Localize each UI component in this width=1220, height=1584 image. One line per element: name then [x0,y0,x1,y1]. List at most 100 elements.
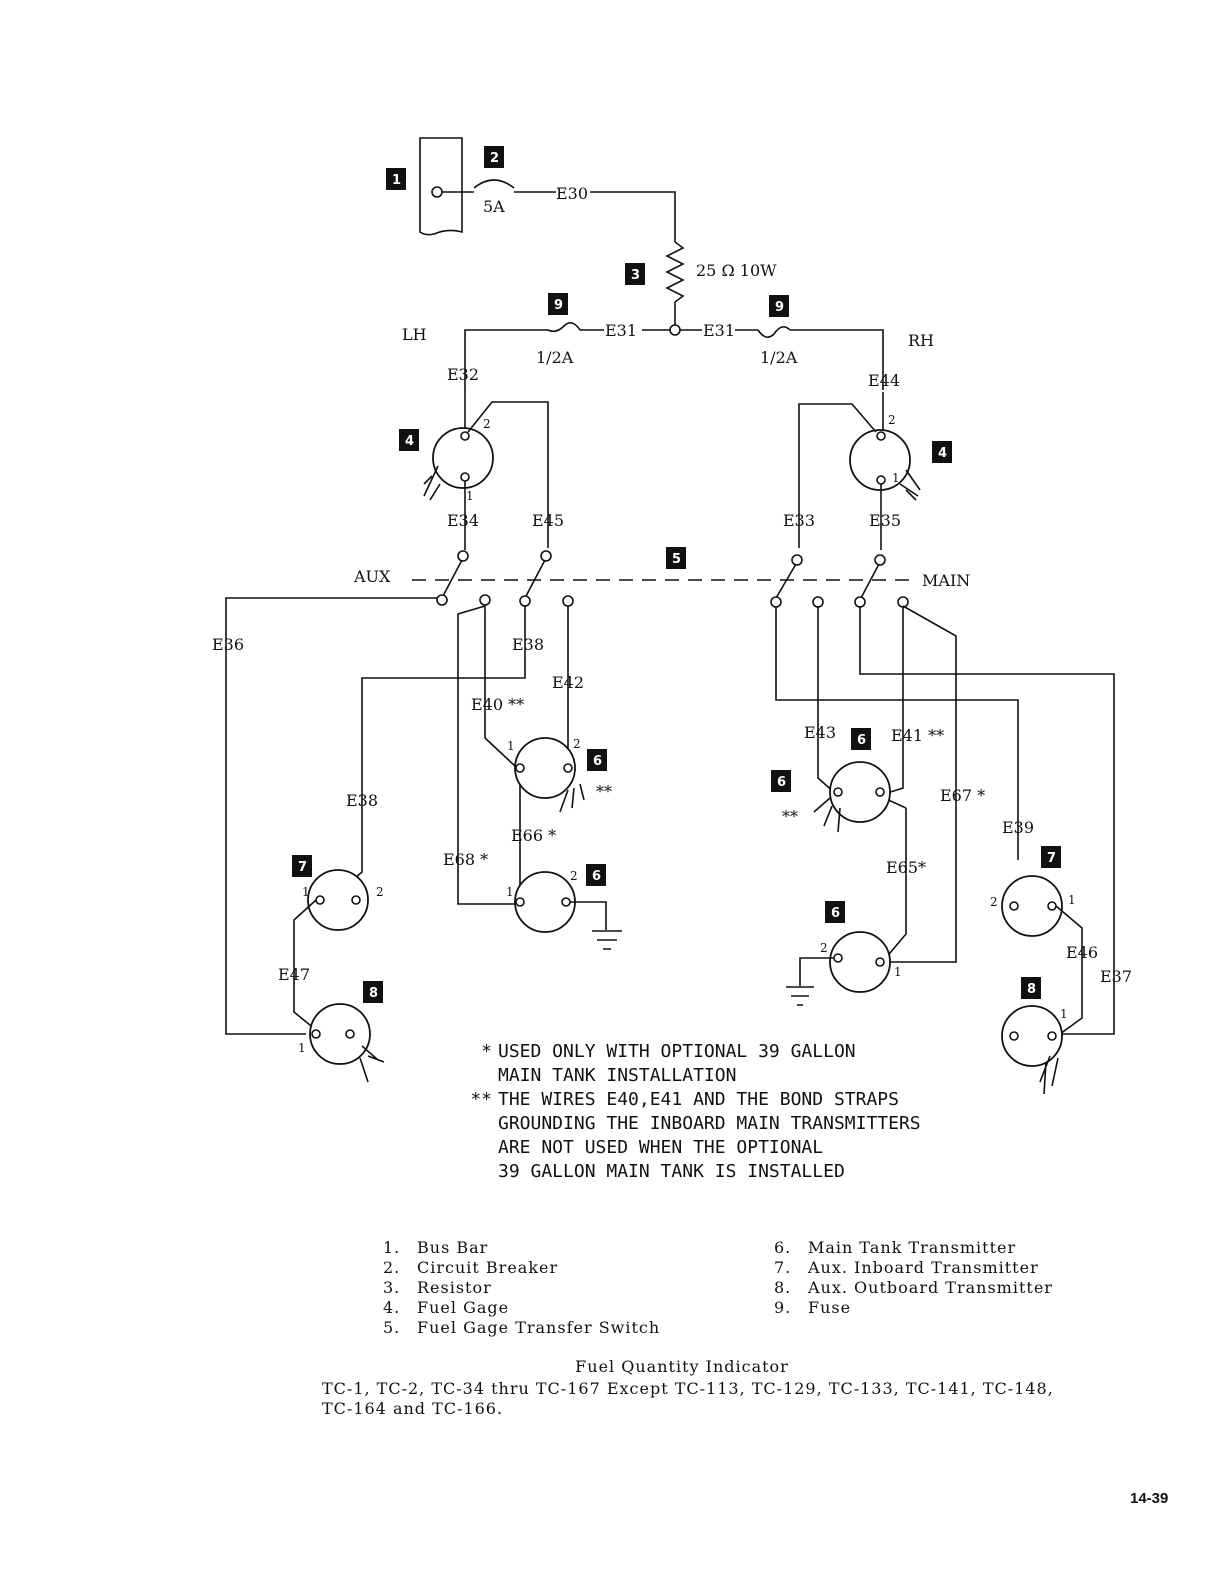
aux-outboard-transmitter-right-t-a [1009,1031,1019,1041]
marker-5: 5 [666,547,686,569]
terminal-num-6d-1: 1 [894,965,902,979]
note-double-star: ** THE WIRES E40,E41 AND THE BOND STRAPS… [458,1088,1018,1184]
note-line: 39 GALLON MAIN TANK IS INSTALLED [498,1161,845,1182]
fuel-gage-left-terminal-1 [460,472,470,482]
label-e33: E33 [783,511,815,530]
note-line: GROUNDING THE INBOARD MAIN TRANSMITTERS [498,1113,921,1134]
ground-symbol-left [592,930,622,950]
svg-text:9: 9 [554,298,563,313]
switch-pole-e35 [874,554,886,566]
svg-text:8: 8 [369,986,378,1001]
terminal-num-6d-2: 2 [820,941,828,955]
label-e43: E43 [804,723,836,742]
bus-bar-terminal [431,186,443,198]
legend-item: 7.Aux. Inboard Transmitter [774,1258,1039,1277]
marker-6-a: 6 [587,749,607,771]
terminal-num-7r-1: 1 [1068,893,1076,907]
wire-e68 [457,605,515,905]
wire-gage-left-2-to-e45 [467,401,549,548]
marker-6-d: 6 [586,864,606,886]
main-tank-transmitter-right-outboard-t1 [875,957,885,967]
main-tank-transmitter-left-inboard [514,737,576,799]
terminal-num-7l-2: 2 [376,885,384,899]
circuit-breaker [473,179,515,189]
label-e66: E66 * [511,826,556,845]
figure-caption: Fuel Quantity Indicator TC-1, TC-2, TC-3… [322,1357,1122,1419]
switch-contact-main-1 [479,594,491,606]
label-fuse-right: 1/2A [760,348,798,367]
label-e38-left: E38 [346,791,378,810]
aux-inboard-transmitter-right-t1 [1047,901,1057,911]
marker-6-c: 6 [771,770,791,792]
bus-bar [419,137,463,236]
aux-outboard-transmitter-left [309,1003,371,1065]
label-rh: RH [908,331,934,350]
fuel-gage-right-terminal-2 [876,431,886,441]
marker-4-right: 4 [932,441,952,463]
label-resistor: 25 Ω 10W [696,261,777,280]
aux-outboard-transmitter-left-t1 [311,1029,321,1039]
wire-e40 [484,606,516,767]
main-tank-transmitter-right-inboard [829,761,891,823]
caption-line-1: TC-1, TC-2, TC-34 thru TC-167 Except TC-… [322,1379,1054,1398]
svg-text:5: 5 [672,552,681,567]
fuel-gage-left-terminal-2 [460,431,470,441]
wire-e38 [354,606,526,879]
switch-pole-e33 [791,554,803,566]
note-line: USED ONLY WITH OPTIONAL 39 GALLON [498,1041,856,1062]
label-e45: E45 [532,511,564,530]
bond-strap-left [559,783,585,813]
switch-contact-aux-4 [854,596,866,608]
terminal-num-7r-2: 2 [990,895,998,909]
svg-text:7: 7 [1047,851,1056,866]
fuel-gage-right [849,429,911,491]
wire-e37 [859,606,1115,1035]
switch-contact-aux-2 [519,595,531,607]
marker-9-right: 9 [769,295,789,317]
marker-6-b: 6 [851,728,871,750]
svg-text:6: 6 [593,754,602,769]
caption-line-2: TC-164 and TC-166. [322,1399,504,1418]
switch-contact-aux-3 [770,596,782,608]
terminal-num-8r-1: 1 [1060,1007,1068,1021]
note-line: MAIN TANK INSTALLATION [498,1065,737,1086]
label-e67: E67 * [940,786,985,805]
resistor-symbol [665,241,685,303]
switch-blade-2 [524,559,546,599]
label-main: MAIN [922,571,970,590]
wire-e30-b [590,191,676,242]
legend-item: 5.Fuel Gage Transfer Switch [383,1318,661,1337]
terminal-num-8l-1: 1 [298,1041,306,1055]
marker-7-left: 7 [292,855,312,877]
switch-contact-aux-1 [436,594,448,606]
label-e68: E68 * [443,850,488,869]
terminal-num-l1: 1 [466,489,474,503]
label-e37: E37 [1100,967,1132,986]
legend-item: 1.Bus Bar [383,1238,489,1257]
main-tank-transmitter-right-outboard [829,931,891,993]
ground-left [570,901,607,930]
aux-inboard-transmitter-left [307,869,369,931]
label-e40: E40 ** [471,695,524,714]
label-e65: E65* [886,858,926,877]
wire-e43 [775,606,1019,860]
marker-4-left: 4 [399,429,419,451]
aux-inboard-transmitter-right-t2 [1009,901,1019,911]
wire-rh [790,329,884,390]
marker-8-left: 8 [363,981,383,1003]
main-tank-transmitter-left-outboard-t1 [515,897,525,907]
ground-right [799,957,834,986]
label-lh: LH [402,325,427,344]
switch-contact-main-2 [562,595,574,607]
switch-pole-e34 [457,550,469,562]
terminal-num-7l-1: 1 [302,885,310,899]
switch-contact-main-4 [897,596,909,608]
page-number: 14-39 [1130,1490,1169,1507]
fuse-left [547,322,581,333]
aux-outboard-left-bracket [359,1045,385,1083]
wire-e67 [884,605,957,963]
svg-text:4: 4 [405,434,414,449]
main-tank-transmitter-left-inboard-t1 [515,763,525,773]
legend-item: 8.Aux. Outboard Transmitter [774,1278,1053,1297]
main-tank-transmitter-left-outboard-t2 [561,897,571,907]
